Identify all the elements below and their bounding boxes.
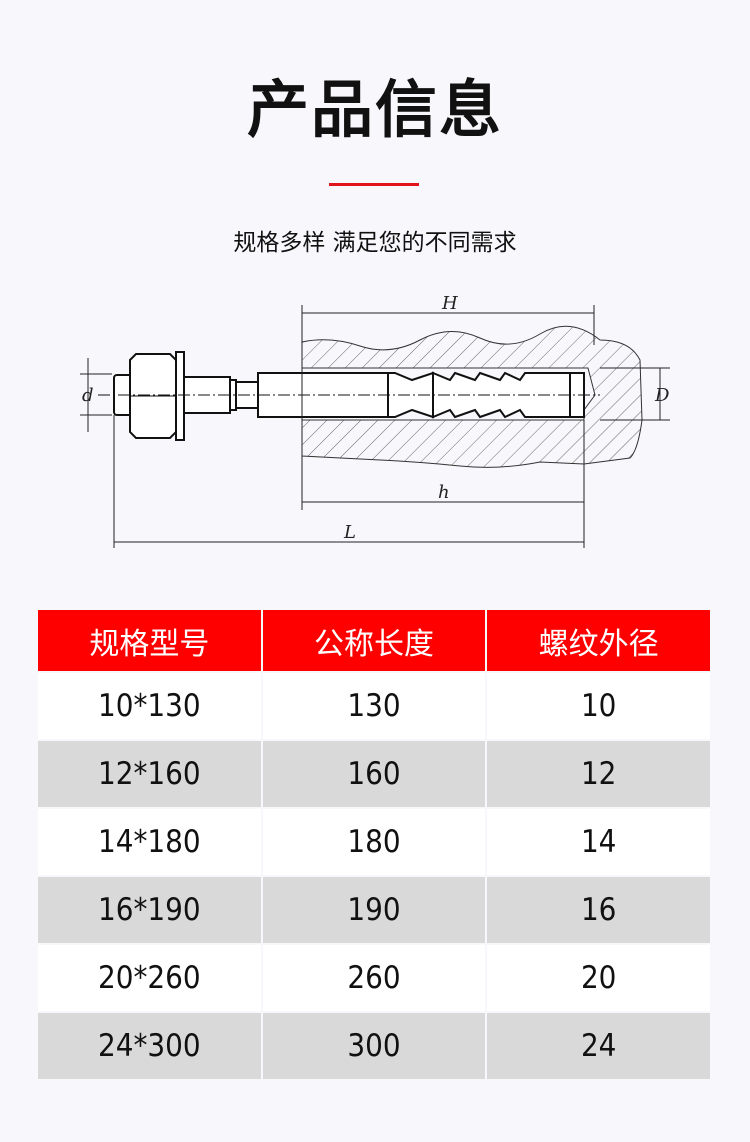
column-header-model: 规格型号 (38, 610, 261, 671)
cell-model: 14*180 (38, 809, 261, 875)
dim-label-d: d (82, 385, 94, 406)
cell-diameter: 14 (487, 809, 711, 875)
table-row: 12*160 160 12 (38, 741, 711, 807)
cell-length: 260 (262, 945, 486, 1011)
column-header-thread-diameter: 螺纹外径 (487, 610, 711, 671)
table-row: 10*130 130 10 (38, 673, 711, 739)
cell-diameter: 24 (487, 1013, 711, 1079)
table-row: 24*300 300 24 (38, 1013, 711, 1079)
cell-length: 130 (262, 673, 486, 739)
cell-diameter: 10 (487, 673, 711, 739)
page-title: 产品信息 (246, 73, 503, 146)
cell-diameter: 20 (487, 945, 711, 1011)
table-header: 规格型号 公称长度 螺纹外径 (38, 610, 711, 671)
page-subtitle: 规格多样 满足您的不同需求 (233, 230, 517, 256)
cell-model: 20*260 (38, 945, 261, 1011)
concrete-section (301, 325, 643, 468)
dim-label-L: L (343, 522, 356, 543)
column-header-length: 公称长度 (262, 610, 486, 671)
dimension-lines (80, 305, 670, 548)
cell-length: 300 (262, 1013, 486, 1079)
table-row: 16*190 190 16 (38, 877, 711, 943)
title-divider (329, 183, 419, 186)
dim-label-h: h (438, 482, 450, 503)
cell-length: 190 (262, 877, 486, 943)
dim-label-H: H (441, 293, 458, 314)
cell-length: 180 (262, 809, 486, 875)
table-row: 20*260 260 20 (38, 945, 711, 1011)
anchor-bolt-diagram: H h L d D (80, 293, 670, 548)
cell-diameter: 12 (487, 741, 711, 807)
spec-table: 规格型号 公称长度 螺纹外径 10*130 130 10 12*160 160 … (38, 610, 711, 1081)
cell-diameter: 16 (487, 877, 711, 943)
cell-length: 160 (262, 741, 486, 807)
cell-model: 12*160 (38, 741, 261, 807)
cell-model: 10*130 (38, 673, 261, 739)
cell-model: 24*300 (38, 1013, 261, 1079)
table-row: 14*180 180 14 (38, 809, 711, 875)
dim-label-D: D (654, 385, 670, 406)
cell-model: 16*190 (38, 877, 261, 943)
